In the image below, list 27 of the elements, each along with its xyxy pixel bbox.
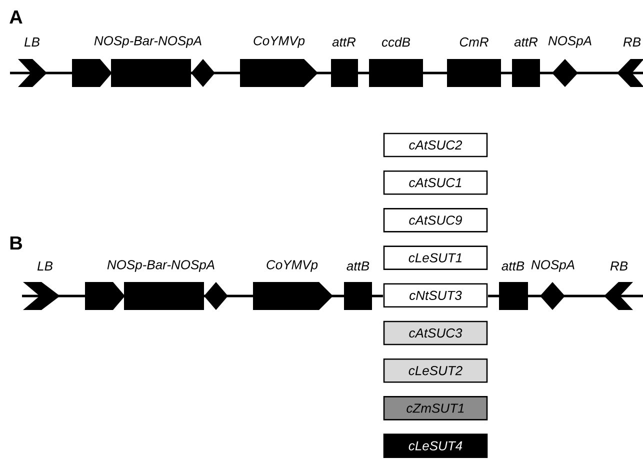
panel-letter: B bbox=[10, 236, 22, 250]
insert-box: cLeSUT4 bbox=[383, 434, 488, 458]
insert-box: cNtSUT3 bbox=[383, 283, 488, 308]
element-label: CoYMVp bbox=[254, 36, 305, 48]
element-label: NOSpA bbox=[548, 36, 592, 48]
element-label: attB bbox=[502, 261, 524, 271]
element-label: RB bbox=[623, 38, 641, 46]
element-label: NOSpA bbox=[531, 260, 574, 272]
element-label: CoYMVp bbox=[266, 260, 318, 272]
element-label: ccdB bbox=[382, 37, 410, 47]
element-label: attR bbox=[514, 37, 538, 47]
insert-box: cLeSUT1 bbox=[383, 246, 488, 270]
element-label: attB bbox=[346, 261, 370, 271]
insert-box: cAtSUC3 bbox=[383, 320, 488, 346]
insert-box: cLeSUT2 bbox=[383, 358, 488, 383]
insert-box: cAtSUC9 bbox=[383, 208, 488, 232]
element-label: CmR bbox=[460, 37, 488, 47]
insert-box: cAtSUC1 bbox=[383, 170, 488, 195]
element-label: LB bbox=[24, 38, 40, 46]
insert-box: cAtSUC2 bbox=[383, 132, 488, 158]
element-label: NOSp-Bar-NOSpA bbox=[94, 36, 202, 48]
insert-box: cZmSUT1 bbox=[383, 396, 488, 420]
element-label: attR bbox=[332, 37, 356, 47]
element-label: LB bbox=[37, 262, 53, 270]
element-label: NOSp-Bar-NOSpA bbox=[107, 260, 214, 272]
element-label: RB bbox=[610, 262, 628, 270]
panel-letter: A bbox=[10, 10, 22, 24]
